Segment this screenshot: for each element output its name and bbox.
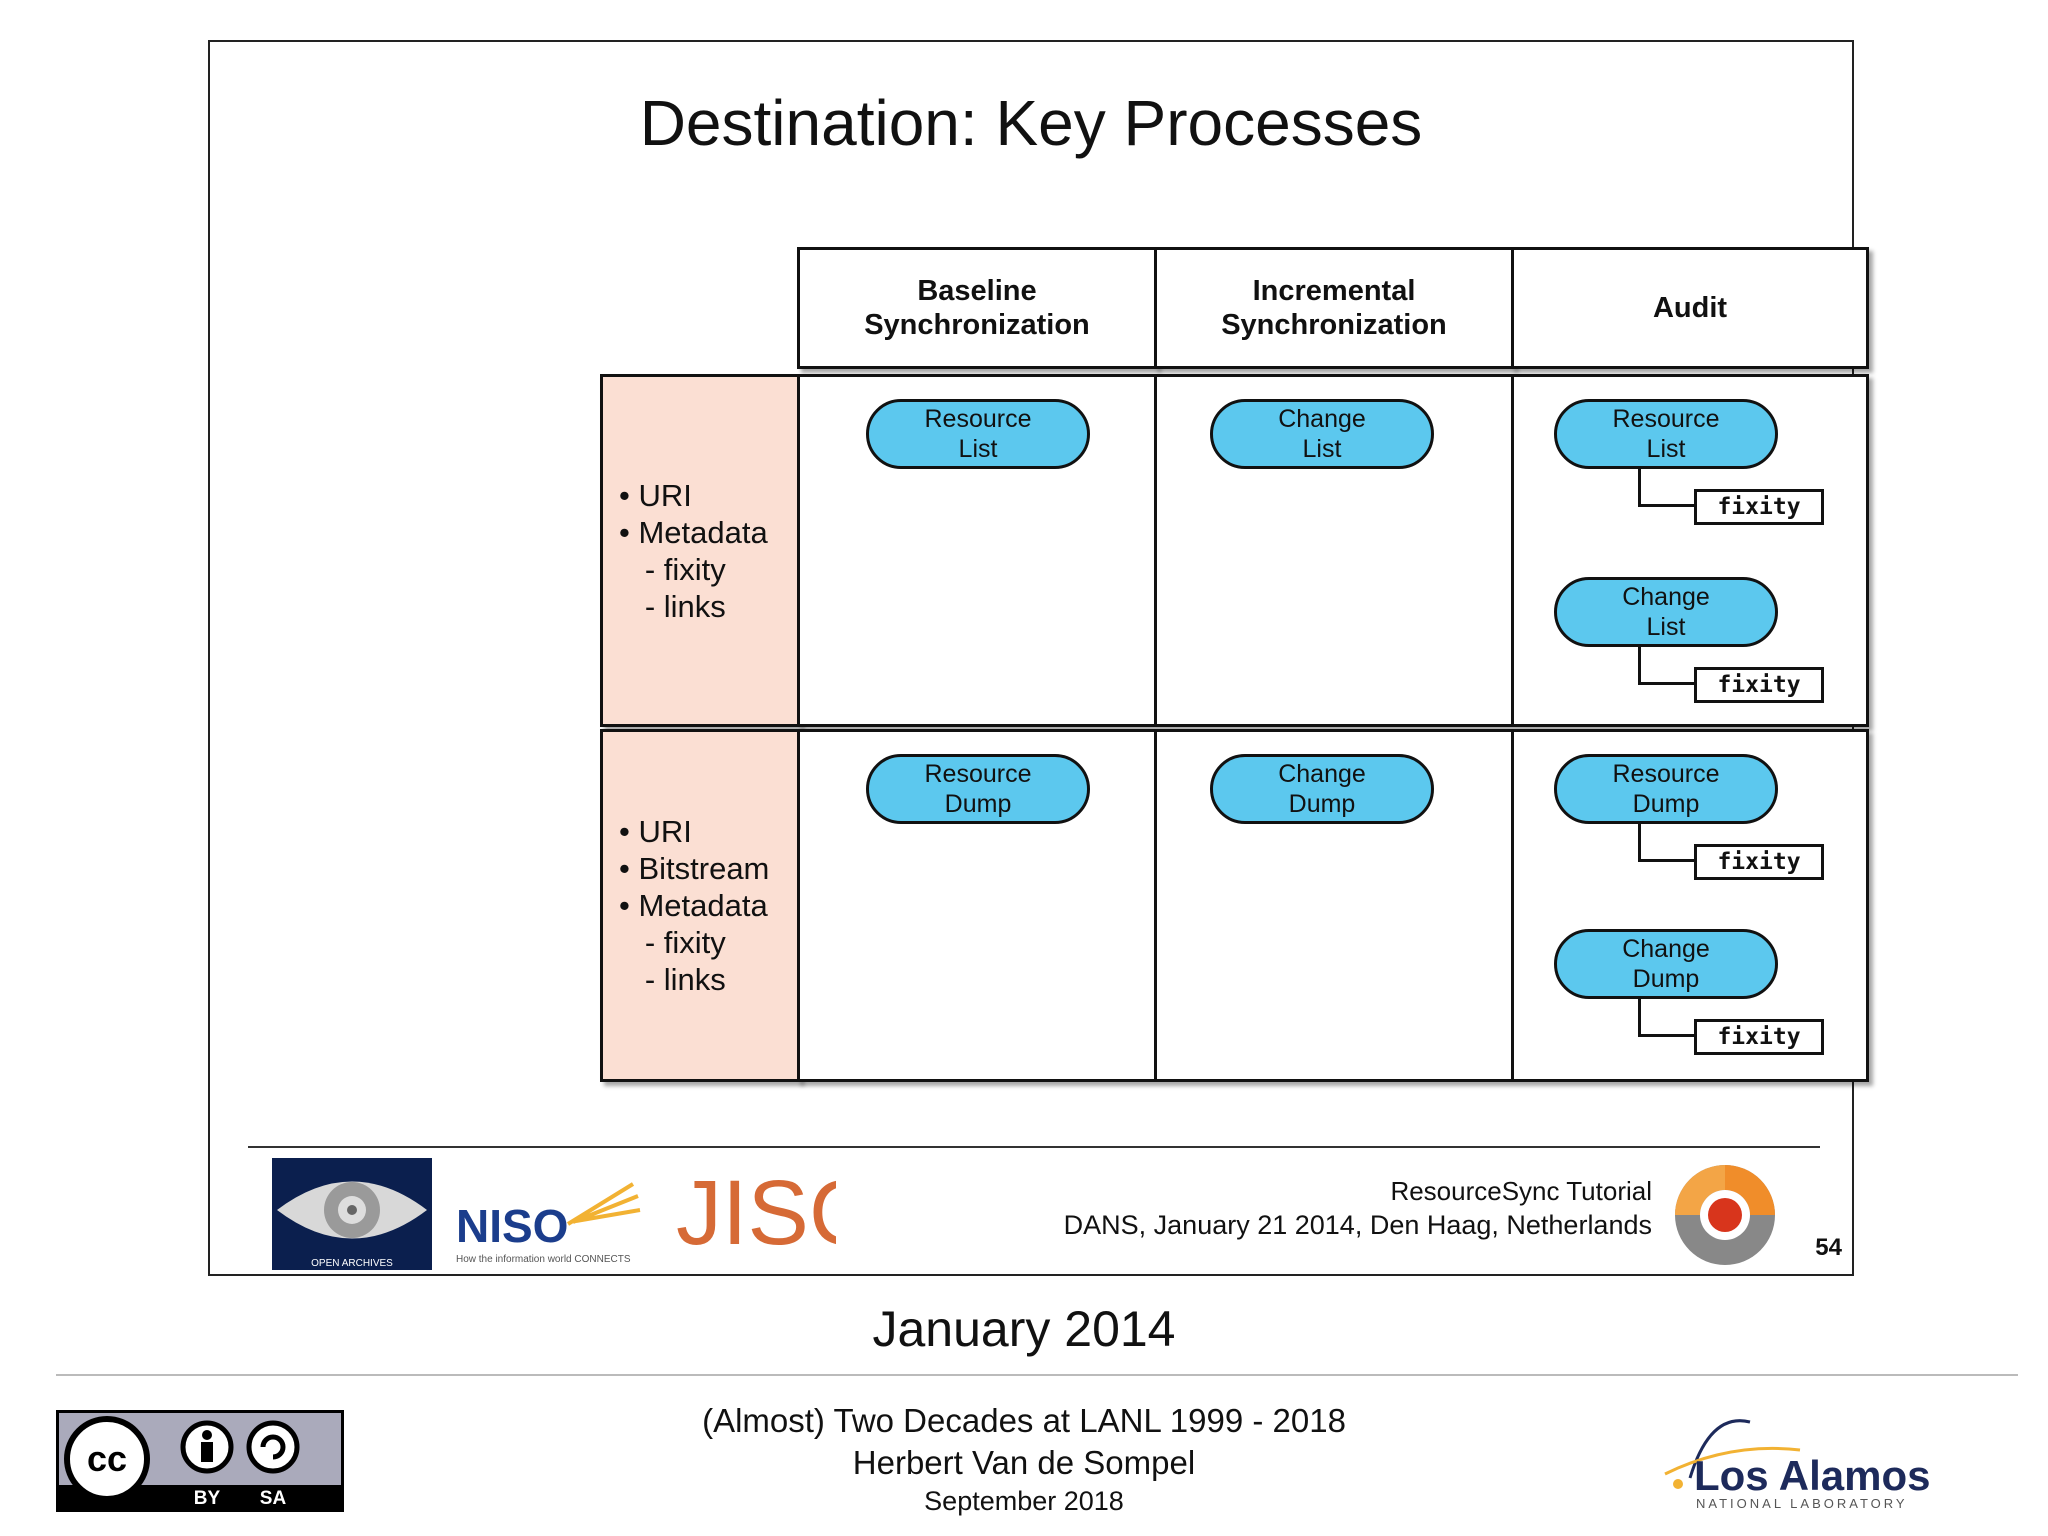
niso-logo: NISO How the information world CONNECTS bbox=[448, 1166, 648, 1266]
row-label-line: • Metadata bbox=[619, 888, 768, 923]
fixity-tag: fixity bbox=[1694, 489, 1824, 525]
slide-footer-divider bbox=[248, 1146, 1820, 1148]
column-divider bbox=[1154, 377, 1157, 724]
fixity-connector bbox=[1638, 647, 1698, 685]
tutorial-event: DANS, January 21 2014, Den Haag, Netherl… bbox=[1063, 1210, 1652, 1240]
fixity-connector bbox=[1638, 999, 1698, 1037]
slide-frame: Destination: Key Processes Baseline Sync… bbox=[208, 40, 1869, 1276]
niso-text: NISO bbox=[456, 1200, 568, 1252]
jisc-logo: JISC bbox=[676, 1162, 875, 1264]
column-header-audit: Audit bbox=[1511, 247, 1869, 369]
resource-list-pill: Resource List bbox=[866, 399, 1090, 469]
resourcesync-logo bbox=[1670, 1160, 1780, 1270]
fixity-tag: fixity bbox=[1694, 844, 1824, 880]
audit-resource-dump-pill: Resource Dump bbox=[1554, 754, 1778, 824]
row-cells-2: Resource Dump Change Dump Resource Dump … bbox=[797, 729, 1869, 1082]
row-label-line: - fixity bbox=[619, 925, 726, 960]
lanl-sub: NATIONAL LABORATORY bbox=[1696, 1496, 1908, 1511]
row-cells-1: Resource List Change List Resource List … bbox=[797, 374, 1869, 727]
column-divider bbox=[1511, 732, 1514, 1079]
row-label-line: • URI bbox=[619, 814, 692, 849]
column-divider bbox=[1511, 377, 1514, 724]
cc-by-label: BY bbox=[194, 1488, 221, 1509]
open-archives-logo: OPEN ARCHIVES bbox=[272, 1158, 432, 1270]
caption-date: January 2014 bbox=[872, 1301, 1176, 1357]
lanl-name: Los Alamos bbox=[1694, 1452, 1930, 1499]
resource-dump-pill: Resource Dump bbox=[866, 754, 1090, 824]
footer-title: (Almost) Two Decades at LANL 1999 - 2018 bbox=[702, 1402, 1346, 1439]
row-label-line: • URI bbox=[619, 477, 692, 513]
cc-icon-text: cc bbox=[87, 1438, 127, 1479]
audit-resource-list-pill: Resource List bbox=[1554, 399, 1778, 469]
fixity-connector bbox=[1638, 824, 1698, 862]
fixity-connector bbox=[1638, 469, 1698, 507]
footer-divider bbox=[56, 1374, 2018, 1376]
audit-change-list-pill: Change List bbox=[1554, 577, 1778, 647]
footer-date: September 2018 bbox=[924, 1486, 1124, 1516]
tutorial-title: ResourceSync Tutorial bbox=[1390, 1176, 1652, 1206]
fixity-tag: fixity bbox=[1694, 667, 1824, 703]
row-label-line: • Bitstream bbox=[619, 851, 770, 886]
los-alamos-logo: Los Alamos NATIONAL LABORATORY bbox=[1650, 1402, 1931, 1512]
row-label-metadata: • URI • Metadata - fixity - links bbox=[600, 374, 800, 727]
change-list-pill: Change List bbox=[1210, 399, 1434, 469]
row-label-line: - links bbox=[619, 962, 726, 997]
change-dump-pill: Change Dump bbox=[1210, 754, 1434, 824]
page-number: 54 bbox=[1815, 1234, 1842, 1261]
row-label-line: • Metadata bbox=[619, 514, 768, 550]
audit-change-dump-pill: Change Dump bbox=[1554, 929, 1778, 999]
open-archives-text: OPEN ARCHIVES bbox=[311, 1258, 393, 1269]
footer-author: Herbert Van de Sompel bbox=[852, 1444, 1196, 1481]
slide-title: Destination: Key Processes bbox=[639, 87, 1423, 159]
row-label-bitstream: • URI • Bitstream • Metadata - fixity - … bbox=[600, 729, 800, 1082]
fixity-tag: fixity bbox=[1694, 1019, 1824, 1055]
row-label-line: - links bbox=[619, 588, 726, 624]
column-header-incremental: Incremental Synchronization bbox=[1154, 247, 1514, 369]
niso-tagline: How the information world CONNECTS bbox=[456, 1254, 631, 1265]
column-divider bbox=[1154, 732, 1157, 1079]
cc-sa-label: SA bbox=[260, 1488, 287, 1509]
cc-by-sa-badge: cc BY SA bbox=[56, 1410, 344, 1512]
row-label-line: - fixity bbox=[619, 551, 726, 587]
jisc-text: JISC bbox=[676, 1162, 836, 1262]
column-header-baseline: Baseline Synchronization bbox=[797, 247, 1157, 369]
